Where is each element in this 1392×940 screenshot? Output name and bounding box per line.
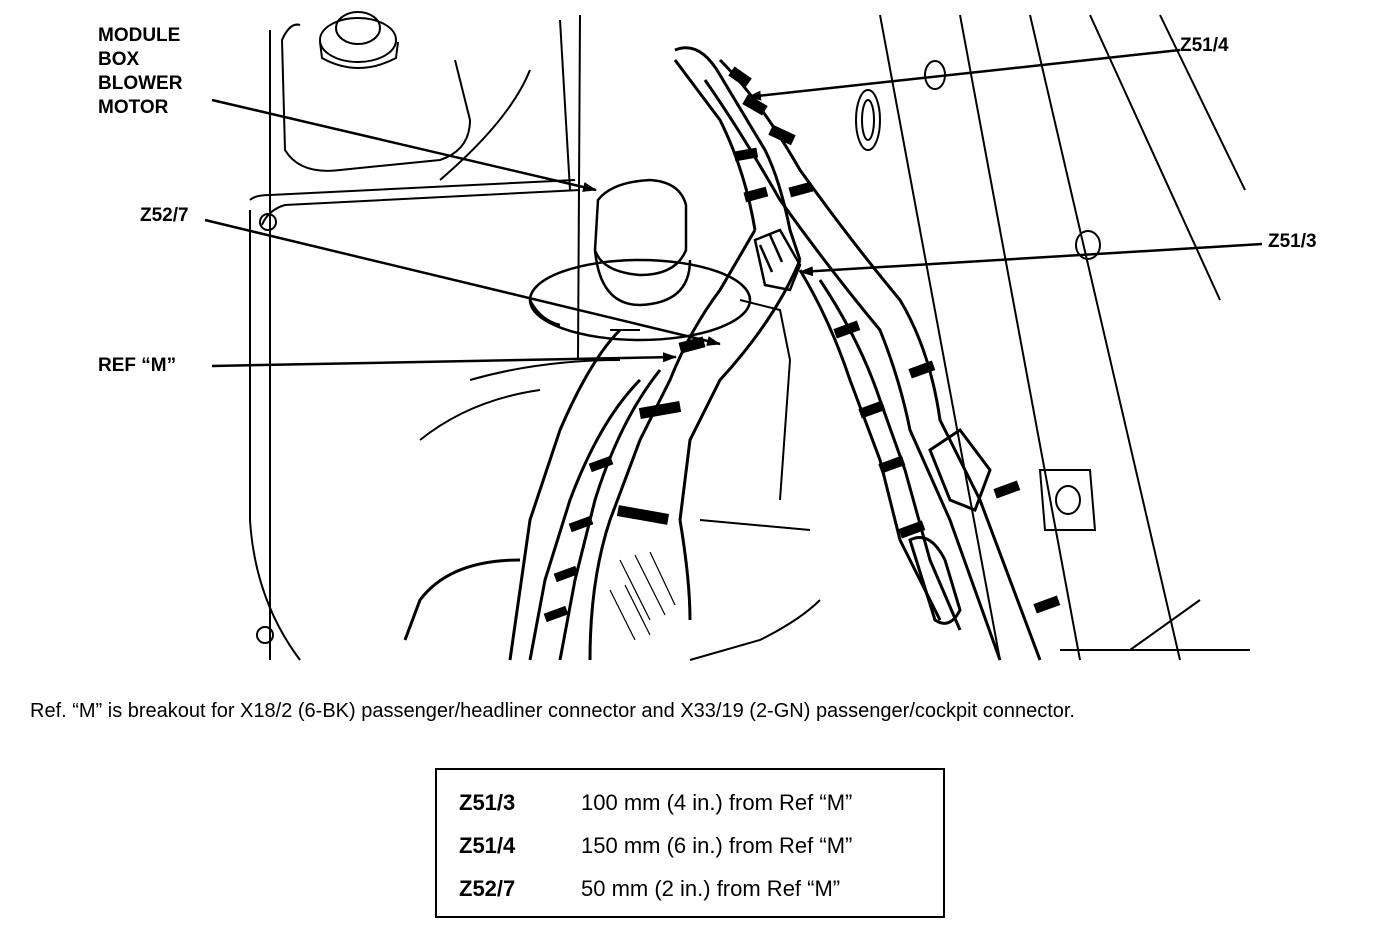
spec-desc: 150 mm (6 in.) from Ref “M” bbox=[581, 833, 853, 858]
spec-row-z52-7: Z52/7 50 mm (2 in.) from Ref “M” bbox=[459, 874, 840, 904]
callout-z52-7: Z52/7 bbox=[140, 205, 189, 226]
vehicle-panel-outline bbox=[249, 14, 1250, 661]
spec-code: Z52/7 bbox=[459, 876, 516, 901]
spec-desc: 50 mm (2 in.) from Ref “M” bbox=[581, 876, 841, 901]
panel-fasteners bbox=[256, 60, 1101, 644]
leader-module-box bbox=[211, 98, 597, 192]
figure-caption: Ref. “M” is breakout for X18/2 (6-BK) pa… bbox=[30, 700, 1075, 722]
callout-ref-m: REF “M” bbox=[98, 355, 177, 376]
callout-z51-3: Z51/3 bbox=[1268, 231, 1317, 252]
callout-z51-4: Z51/4 bbox=[1180, 35, 1229, 56]
callout-line-1: MODULE bbox=[98, 25, 181, 46]
spec-desc: 100 mm (4 in.) from Ref “M” bbox=[581, 790, 853, 815]
hatching bbox=[609, 551, 676, 641]
callout-module-box-blower-motor: MODULE BOX BLOWER MOTOR bbox=[98, 24, 182, 120]
callout-line-4: MOTOR bbox=[98, 97, 169, 118]
spec-code: Z51/3 bbox=[459, 790, 516, 815]
callout-line-3: BLOWER bbox=[98, 73, 183, 94]
distance-spec-table: Z51/3 100 mm (4 in.) from Ref “M” Z51/4 15… bbox=[435, 768, 945, 918]
tape-wraps bbox=[543, 66, 1061, 623]
spec-row-z51-3: Z51/3 100 mm (4 in.) from Ref “M” bbox=[459, 788, 852, 818]
leader-ref-m bbox=[211, 352, 677, 368]
leader-lines bbox=[204, 48, 1263, 368]
spec-code: Z51/4 bbox=[459, 833, 516, 858]
leader-z52-7 bbox=[204, 218, 721, 346]
harness-clip bbox=[753, 228, 802, 292]
leader-z51-3 bbox=[799, 242, 1263, 277]
harness-bundle-main bbox=[403, 46, 802, 661]
filler-cap bbox=[319, 11, 399, 69]
leader-z51-4 bbox=[747, 48, 1181, 101]
blower-motor-module bbox=[528, 178, 752, 342]
spec-row-z51-4: Z51/4 150 mm (6 in.) from Ref “M” bbox=[459, 831, 852, 861]
callout-line-2: BOX bbox=[98, 49, 140, 70]
